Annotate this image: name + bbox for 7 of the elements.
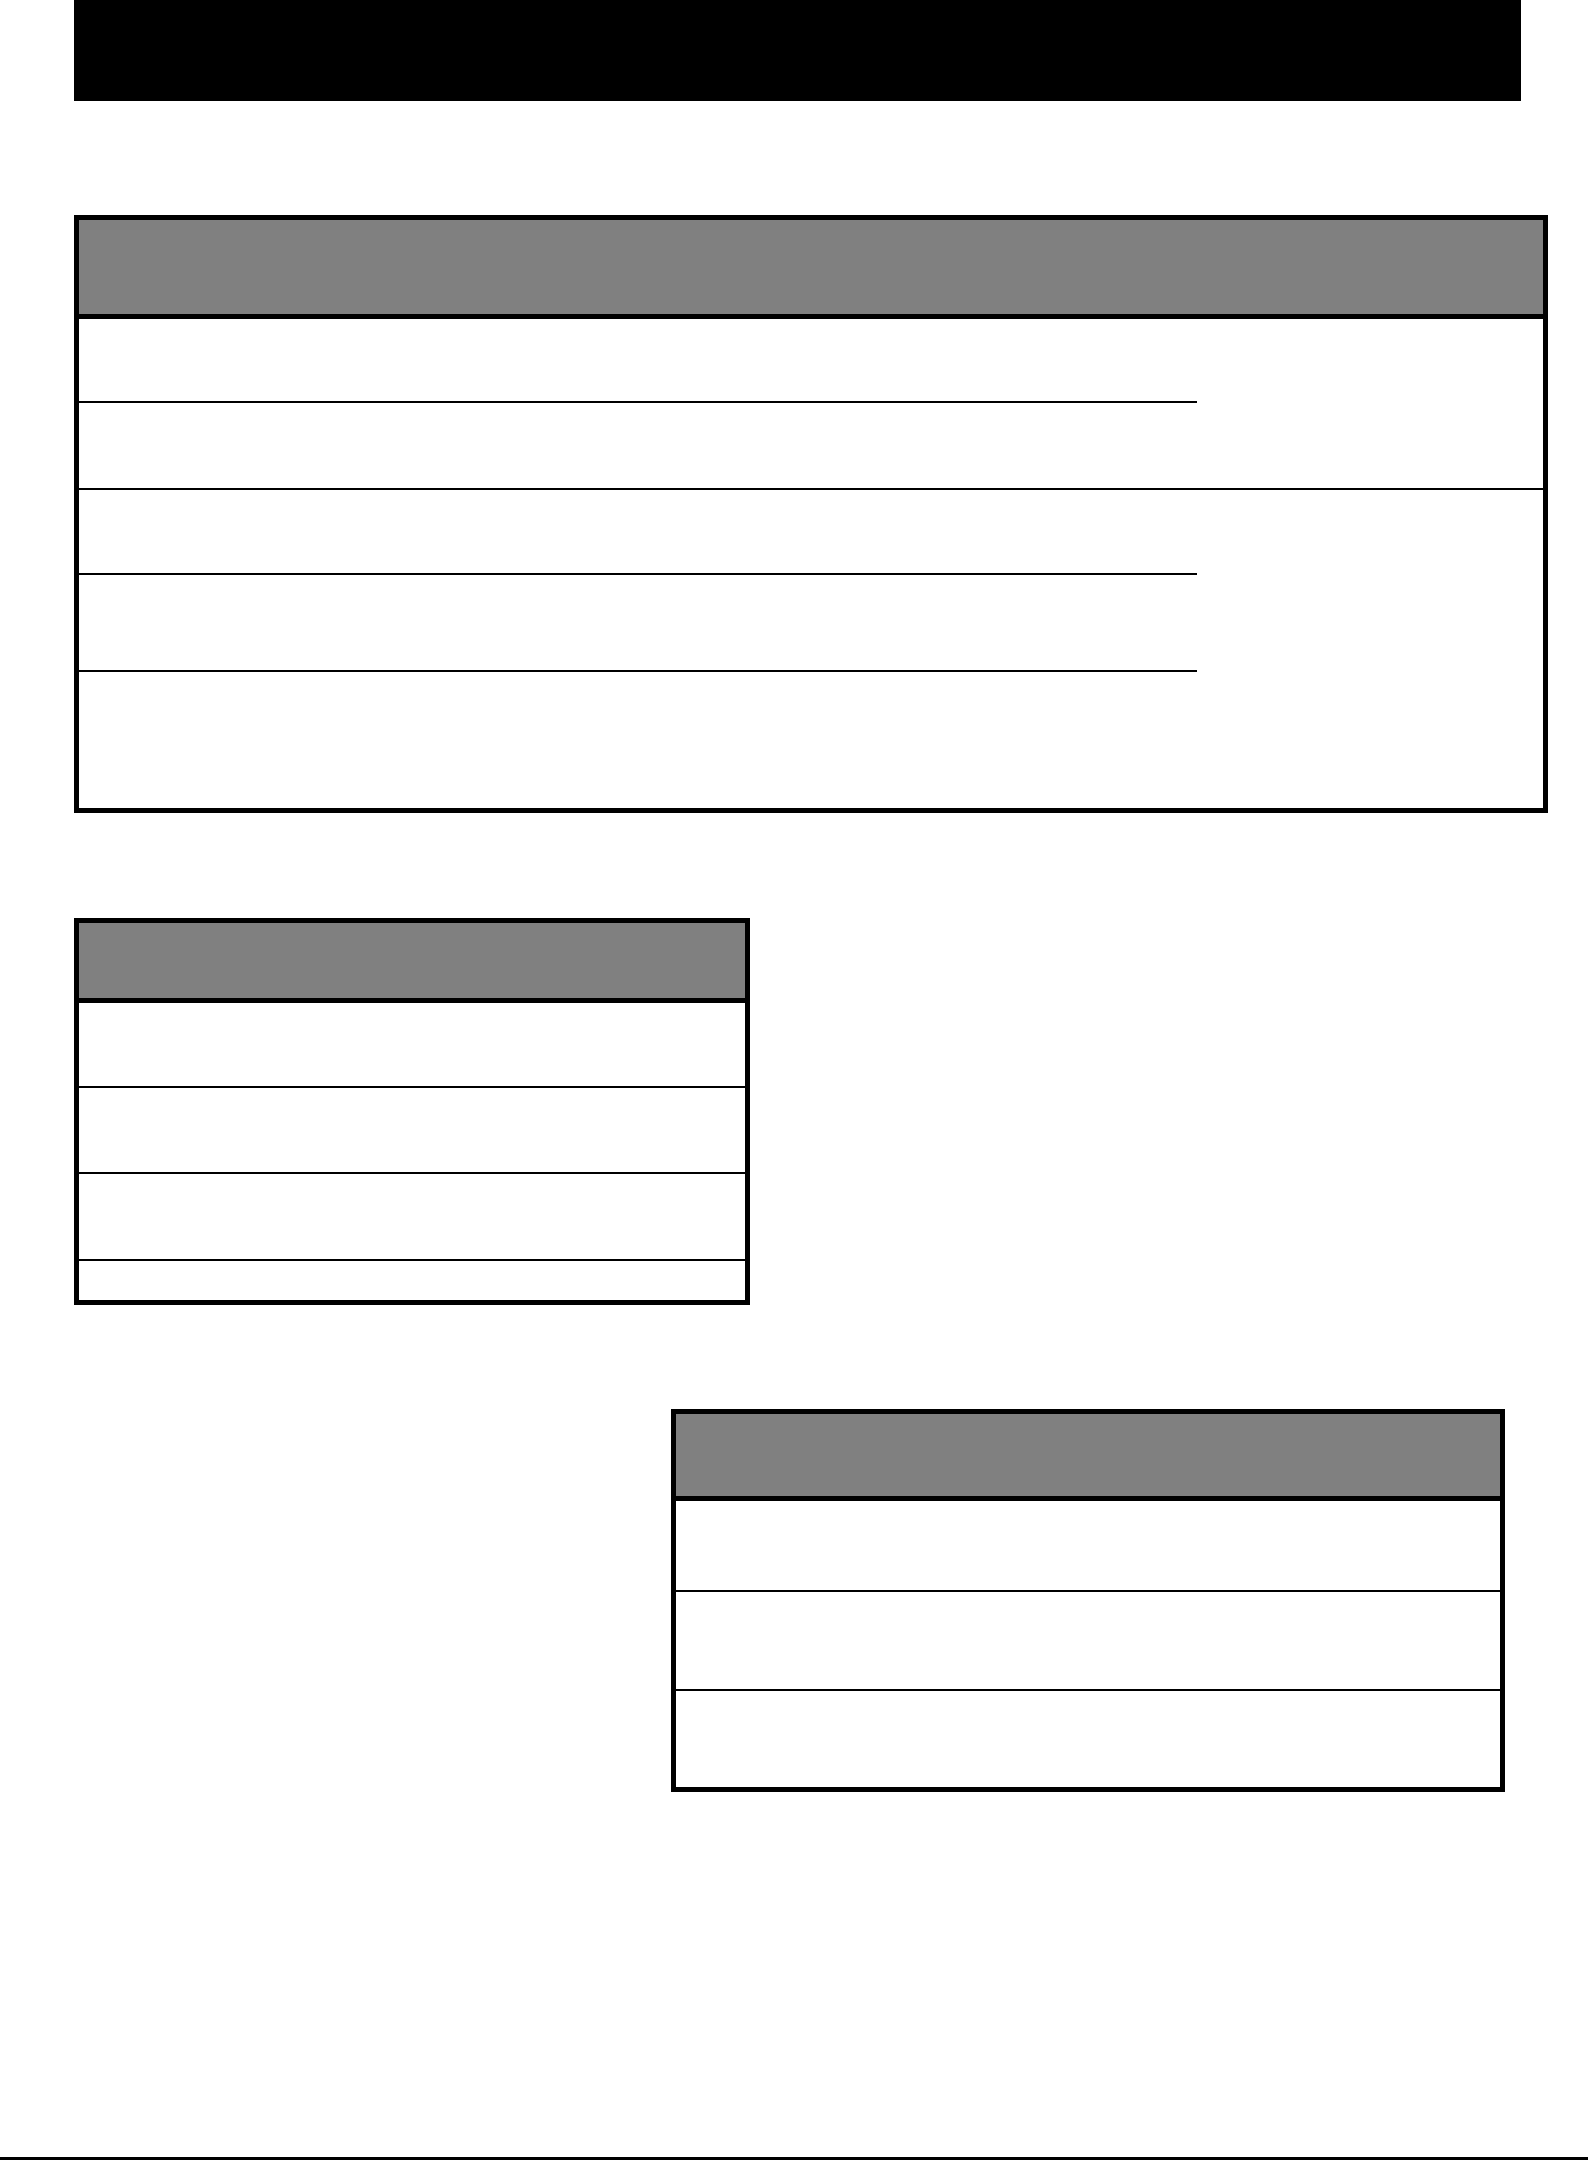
table: [671, 1409, 1505, 1792]
table-header: [79, 923, 745, 1003]
title-bar: [74, 0, 1521, 101]
table: [74, 215, 1548, 813]
table-header: [676, 1414, 1500, 1501]
table-header: [79, 220, 1543, 319]
table: [74, 918, 750, 1305]
